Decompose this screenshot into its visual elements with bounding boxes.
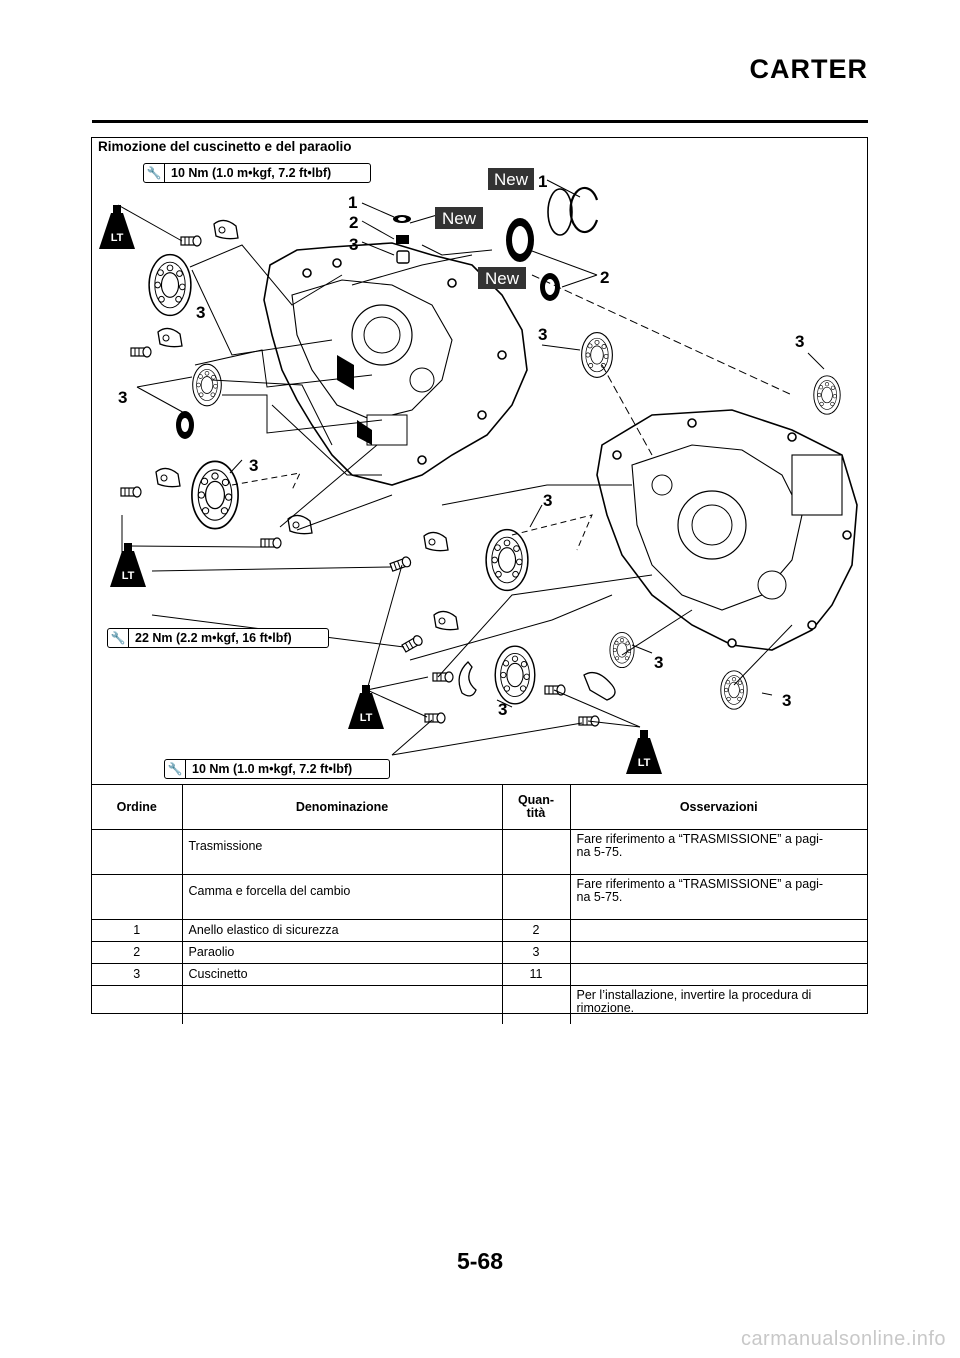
- new-tag: New: [478, 267, 526, 289]
- table-row: 3 Cuscinetto 11: [92, 963, 867, 986]
- new-tag: New: [488, 168, 534, 190]
- svg-text:New: New: [494, 170, 529, 189]
- header-notes: Osservazioni: [569, 784, 867, 830]
- callout-3: 3: [196, 303, 205, 322]
- assembly-lines: [117, 179, 825, 756]
- table-row: Camma e forcella del cambio Fare riferim…: [92, 874, 867, 920]
- callout-3: 3: [795, 332, 804, 351]
- svg-text:New: New: [442, 209, 477, 228]
- callout-labels: 1 1 2 3 2 3 3 3 3 3 3 3 3 3: [118, 172, 804, 719]
- callout-1: 1: [538, 172, 547, 191]
- torque-spec-top: 🔧 10 Nm (1.0 m•kgf, 7.2 ft•lbf): [143, 163, 371, 183]
- bolt-part: [120, 219, 616, 727]
- crankcase-right-half: [596, 409, 858, 651]
- svg-text:New: New: [485, 269, 520, 288]
- bearing-part: [148, 253, 841, 710]
- header-rule: [92, 120, 868, 123]
- callout-3: 3: [249, 456, 258, 475]
- section-title: Rimozione del cuscinetto e del paraolio: [98, 139, 352, 154]
- watermark: carmanualsonline.info: [740, 1328, 946, 1350]
- table-row: 1 Anello elastico di sicurezza 2: [92, 919, 867, 942]
- table-row: 2 Paraolio 3: [92, 941, 867, 964]
- callout-2: 2: [600, 268, 609, 287]
- table-header-row: Ordine Denominazione Quan- tità Osservaz…: [92, 784, 867, 830]
- callout-1: 1: [348, 193, 357, 212]
- page-title: CARTER: [749, 54, 868, 84]
- torque-spec-middle: 🔧 22 Nm (2.2 m•kgf, 16 ft•lbf): [107, 628, 329, 648]
- table-row: Trasmissione Fare riferimento a “TRASMIS…: [92, 829, 867, 875]
- header-qty: Quan- tità: [501, 784, 570, 830]
- callout-3: 3: [118, 388, 127, 407]
- crankcase-left-half: [263, 242, 528, 486]
- torque-spec-bottom: 🔧 10 Nm (1.0 m•kgf, 7.2 ft•lbf): [164, 759, 390, 779]
- torque-wrench-icon: 🔧: [108, 629, 129, 647]
- callout-3: 3: [543, 491, 552, 510]
- page-number: 5-68: [456, 1248, 504, 1274]
- callout-3: 3: [349, 235, 358, 254]
- header-name: Denominazione: [181, 784, 502, 830]
- table-row: Per l’installazione, invertire la proced…: [92, 985, 867, 1024]
- callout-3: 3: [538, 325, 547, 344]
- callout-3: 3: [654, 653, 663, 672]
- parts-table: Ordine Denominazione Quan- tità Osservaz…: [92, 784, 867, 1024]
- crankcase-exploded-diagram: LT: [99, 168, 858, 774]
- torque-wrench-icon: 🔧: [144, 164, 165, 182]
- new-tag: New: [435, 207, 483, 229]
- callout-3: 3: [782, 691, 791, 710]
- circlip-part: [547, 186, 599, 236]
- header-order: Ordine: [92, 784, 182, 830]
- torque-wrench-icon: 🔧: [165, 760, 186, 778]
- callout-2: 2: [349, 213, 358, 232]
- oil-seal-part: [393, 215, 560, 301]
- callout-3: 3: [498, 700, 507, 719]
